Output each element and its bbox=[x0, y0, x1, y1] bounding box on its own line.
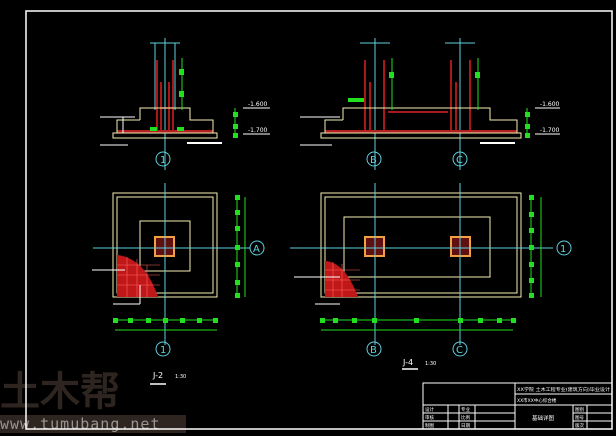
axis-label-c: C bbox=[456, 345, 463, 356]
drawing-title: 基础详图 bbox=[532, 414, 555, 422]
project-subtitle: XX市XX中心综合楼 bbox=[517, 397, 557, 404]
label-category: 图别 bbox=[575, 406, 584, 413]
base-rebar bbox=[117, 130, 213, 133]
label-major: 专业 bbox=[461, 406, 470, 413]
label-number: 图号 bbox=[575, 415, 584, 421]
project-title: XX学院 土木工程专业(建筑方向)毕业设计 bbox=[517, 386, 611, 393]
drawing-frame bbox=[25, 10, 613, 430]
axis-bubble bbox=[155, 151, 171, 167]
axis-label-b: B bbox=[370, 345, 377, 356]
axis-label-1: 1 bbox=[560, 244, 566, 255]
elevation-bottom: -1.700 bbox=[248, 127, 268, 134]
elevation-top: -1.600 bbox=[248, 101, 268, 108]
view-scale-j2: 1:30 bbox=[175, 374, 186, 380]
view-title-j2: J-2 bbox=[152, 371, 163, 380]
label-date: 日期 bbox=[461, 423, 470, 429]
title-block bbox=[422, 382, 613, 430]
axis-label-c: C bbox=[456, 155, 463, 166]
elevation-bottom: -1.700 bbox=[540, 127, 560, 134]
view-title-j4: J-4 bbox=[402, 358, 413, 367]
section-1-1: -1.600 -1.700 1 bbox=[100, 38, 270, 170]
watermark-logo: 土木帮 bbox=[0, 369, 120, 415]
elevation-top: -1.600 bbox=[540, 101, 560, 108]
rebar-mesh-detail bbox=[117, 255, 158, 297]
label-review: 审核 bbox=[425, 414, 434, 421]
plan-j4: 1 B C J-4 1:30 bbox=[290, 183, 572, 370]
cushion-layer bbox=[112, 132, 218, 139]
label-drafting: 制图 bbox=[425, 422, 434, 429]
section-2-2: -1.600 -1.700 B C bbox=[300, 38, 560, 170]
label-design: 设计 bbox=[425, 406, 434, 413]
footing-outline bbox=[116, 107, 214, 134]
view-scale-j4: 1:30 bbox=[425, 361, 436, 367]
label-scale: 比例 bbox=[461, 414, 470, 421]
axis-label-1: 1 bbox=[160, 345, 166, 356]
axis-label: 1 bbox=[160, 155, 166, 166]
axis-label-b: B bbox=[370, 155, 377, 166]
plan-j2: A 1 J-2 1:30 bbox=[92, 183, 265, 385]
label-version: 版次 bbox=[575, 422, 584, 429]
column-rebar bbox=[156, 60, 174, 132]
axis-label-a: A bbox=[253, 244, 260, 255]
